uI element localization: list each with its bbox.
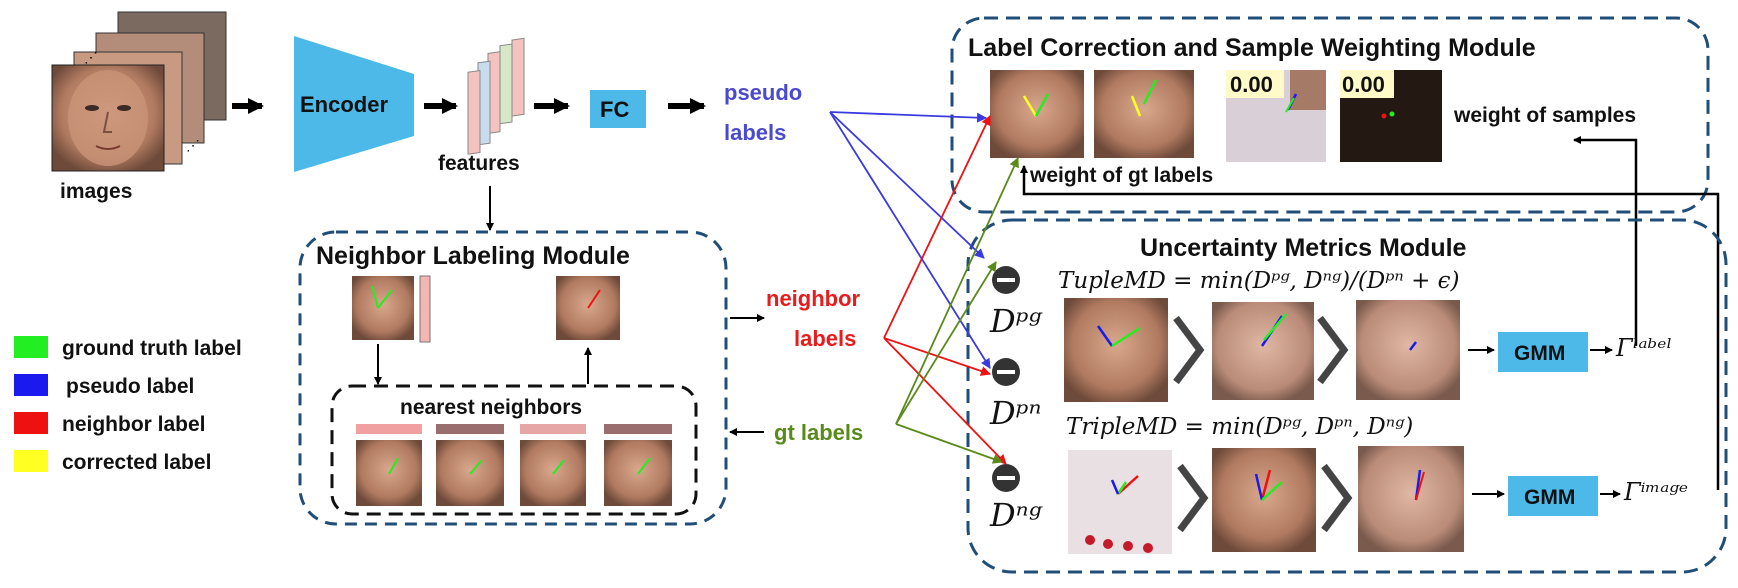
- gmm-label-1: GMM: [1514, 342, 1565, 365]
- triple-formula: TripleMD = min(Dᵖᵍ, Dᵖⁿ, Dⁿᵍ): [1066, 414, 1413, 440]
- neighbor-faces: [356, 424, 672, 506]
- d-pn-label: Dᵖⁿ: [989, 394, 1041, 432]
- legend-swatch-gt: [14, 336, 48, 358]
- arrow-neighbor-to-dng: [883, 337, 1007, 465]
- score-b: 0.00: [1342, 72, 1385, 97]
- nearest-neighbors-box: [330, 384, 698, 516]
- triple-face-1: [1068, 450, 1172, 554]
- minus-icon-pn: [992, 358, 1020, 386]
- gamma-label: Γˡᵃᵇᵉˡ: [1615, 334, 1672, 362]
- weight-gt-label: weight of gt labels: [1029, 164, 1213, 187]
- neighbor-labels-line2: labels: [794, 326, 856, 351]
- legend-swatch-neighbor: [14, 412, 48, 434]
- gt-labels: gt labels: [774, 420, 863, 445]
- svg-text:⋰: ⋰: [186, 137, 200, 153]
- arrow-gt-to-dpg: [895, 261, 997, 425]
- legend-swatch-pseudo: [14, 374, 48, 396]
- d-pg-label: Dᵖᵍ: [989, 302, 1043, 340]
- encoder-block: [294, 36, 414, 172]
- labeled-face: [556, 276, 620, 340]
- tuple-face-1: [1064, 298, 1168, 402]
- score-a: 0.00: [1230, 72, 1273, 97]
- correction-sample-1: [1226, 70, 1326, 162]
- gmm-label-2: GMM: [1524, 486, 1575, 509]
- greater-than-1: [1173, 315, 1205, 385]
- tuple-face-2: [1212, 302, 1314, 400]
- encoder-label: Encoder: [300, 92, 388, 117]
- weight-samples-label: weight of samples: [1453, 104, 1636, 127]
- greater-than-2: [1317, 315, 1349, 385]
- images-label: images: [60, 180, 132, 203]
- legend-swatch-corrected: [14, 450, 48, 472]
- minus-icon-ng: [992, 464, 1020, 492]
- greater-than-4: [1321, 463, 1353, 533]
- uncertainty-module-border: [966, 218, 1728, 574]
- gamma-image: Γⁱᵐᵃᵍᵉ: [1623, 478, 1688, 506]
- tuple-face-3: [1356, 300, 1460, 400]
- neighbor-labels-line1: neighbor: [766, 286, 861, 311]
- arrow-gamma-label-to-samples: [1573, 136, 1638, 346]
- arrow-pseudo-to-dpn: [829, 111, 991, 369]
- correction-face-1: [990, 70, 1084, 158]
- query-face: [352, 275, 431, 343]
- correction-face-2: [1094, 70, 1194, 158]
- input-image-stack: ⋰ ⋰: [51, 11, 227, 172]
- arrow-gt-to-dng: [895, 423, 1003, 464]
- arrow-pseudo-to-correction: [829, 111, 987, 123]
- pseudo-labels-line1: pseudo: [724, 80, 802, 105]
- fc-label: FC: [600, 97, 629, 122]
- features-stack: [467, 37, 525, 155]
- triple-face-2: [1212, 448, 1316, 552]
- minus-icon-pg: [992, 266, 1020, 294]
- svg-text:⋰: ⋰: [84, 49, 98, 65]
- correction-sample-2: [1340, 70, 1442, 162]
- neighbor-module-title: Neighbor Labeling Module: [316, 242, 630, 270]
- greater-than-3: [1177, 463, 1209, 533]
- uncertainty-title: Uncertainty Metrics Module: [1140, 234, 1467, 262]
- legend-label-corrected: corrected label: [62, 451, 211, 474]
- label-correction-module-border: [950, 16, 1710, 214]
- label-correction-title: Label Correction and Sample Weighting Mo…: [968, 34, 1536, 62]
- arrow-pseudo-to-dpg: [829, 111, 985, 259]
- legend-label-neighbor: neighbor label: [62, 413, 206, 436]
- arrow-gt-to-correction: [895, 157, 1019, 425]
- legend-label-pseudo: pseudo label: [66, 375, 194, 398]
- neighbor-module-border: [298, 230, 728, 526]
- pseudo-labels-line2: labels: [724, 120, 786, 145]
- fc-block: [590, 90, 646, 128]
- gmm-block-1: [1498, 332, 1588, 372]
- tuple-formula: TupleMD = min(Dᵖᵍ, Dⁿᵍ)/(Dᵖⁿ + ϵ): [1058, 268, 1460, 294]
- legend-label-gt: ground truth label: [62, 337, 242, 360]
- features-label: features: [438, 152, 520, 175]
- d-ng-label: Dⁿᵍ: [989, 496, 1044, 534]
- triple-face-3: [1358, 446, 1464, 552]
- legend: ground truth label pseudo label neighbor…: [14, 336, 242, 474]
- arrow-neighbor-to-correction: [883, 115, 991, 339]
- nearest-neighbors-label: nearest neighbors: [400, 396, 582, 419]
- arrow-gamma-image-to-gt-weight: [1020, 165, 1720, 490]
- gmm-block-2: [1508, 476, 1598, 516]
